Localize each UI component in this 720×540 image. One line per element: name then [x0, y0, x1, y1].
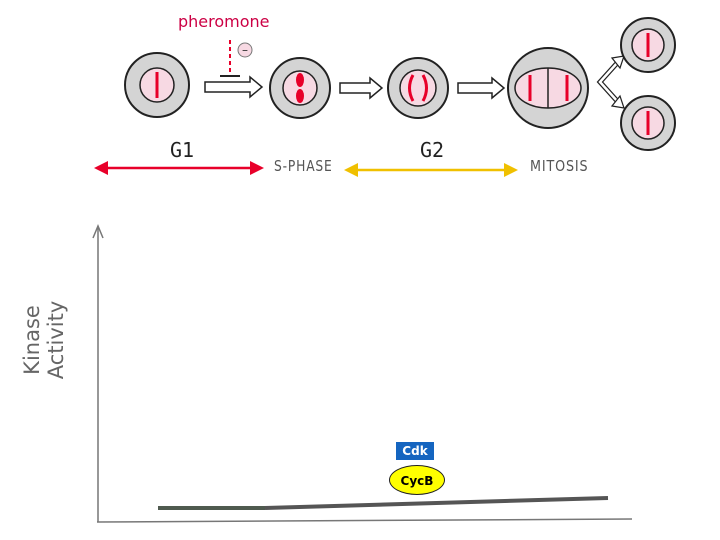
inhibit-sign: – — [242, 43, 248, 57]
pheromone-inhibition: – — [220, 40, 253, 77]
g1-range-arrow — [94, 161, 264, 175]
y-axis-label-line2: Activity — [44, 300, 68, 380]
s-phase-label: S-PHASE — [274, 157, 333, 175]
arrow-2 — [339, 76, 384, 100]
daughter-cell-bottom — [620, 95, 676, 151]
plot-axes — [92, 224, 633, 523]
g2-range-arrow — [344, 163, 518, 177]
cell-mitosis — [507, 47, 589, 129]
cell-s-phase — [269, 57, 331, 119]
cdk-badge: Cdk — [396, 442, 434, 460]
arrow-3 — [457, 76, 506, 100]
arrow-1 — [204, 75, 264, 99]
cell-g1 — [124, 52, 190, 118]
cell-g2 — [387, 57, 449, 119]
g2-label: G2 — [420, 138, 445, 162]
split-arrows — [596, 55, 625, 109]
y-axis-label: Kinase Activity — [20, 280, 68, 400]
g1-label: G1 — [170, 138, 195, 162]
cyclin-b-badge: CycB — [389, 465, 445, 495]
daughter-cell-top — [620, 17, 676, 73]
kinase-activity-line — [158, 496, 609, 510]
y-axis-label-line1: Kinase — [20, 305, 44, 375]
mitosis-label: MITOSIS — [530, 157, 589, 175]
pheromone-label: pheromone — [178, 12, 270, 31]
